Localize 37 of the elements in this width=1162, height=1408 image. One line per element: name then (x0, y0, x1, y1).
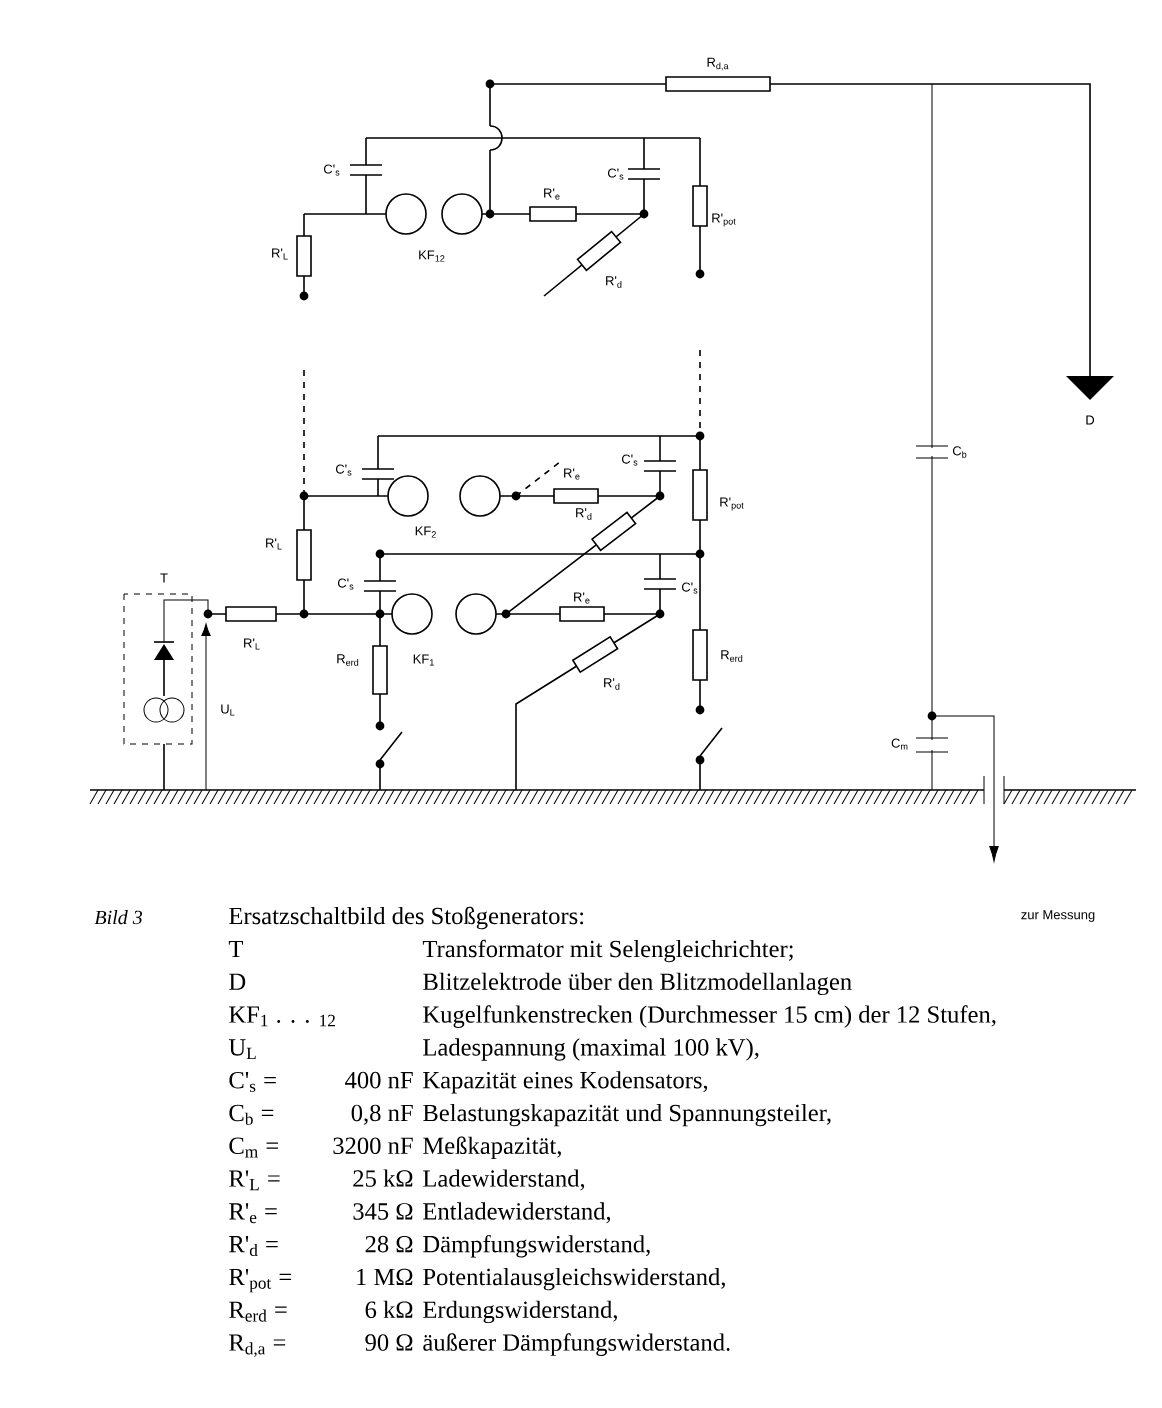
description-text: Potentialausgleichswiderstand, (423, 1267, 725, 1291)
symbol-text: R'$_{L}$ = (229, 1170, 280, 1191)
value-text: 345 Ω (353, 1203, 413, 1220)
figure-title: Ersatzschaltbild des Stoßgenerators: (229, 906, 584, 930)
description-text: Kugelfunkenstrecken (Durchmesser 15 cm) der 12 Stufen, (423, 1005, 996, 1028)
symbol-text: R'$_{d}$ = (229, 1236, 278, 1257)
symbol-text: R$_{d,a}$ = (229, 1334, 286, 1357)
symbol-text: C$_{b}$ = (229, 1104, 274, 1125)
description-text: Kapazität eines Kodensators, (423, 1071, 708, 1094)
value-text: 400 nF (345, 1071, 413, 1089)
value-text: 1 MΩ (357, 1268, 413, 1285)
description-text: Ladespannung (maximal 100 kV), (423, 1038, 759, 1061)
value-text: 28 Ω (365, 1235, 413, 1253)
description-text: Ladewiderstand, (423, 1169, 585, 1191)
value-text: 25 kΩ (353, 1169, 413, 1187)
value-text: 90 Ω (365, 1334, 413, 1351)
symbol-text: C$_{m}$ = (229, 1137, 279, 1158)
description-text: Blitzelektrode über den Blitzmodellanlagen (423, 972, 852, 996)
symbol-text: KF$_{1}$ . . . $_{12}$ (229, 1006, 335, 1027)
value-text: 0,8 nF (351, 1104, 413, 1125)
description-text: Meßkapazität, (423, 1136, 561, 1160)
symbol-text: C'$_{s}$ = (229, 1071, 276, 1092)
figure-number: Bild 3 (94, 910, 143, 925)
description-text: Erdungswiderstand, (423, 1300, 617, 1324)
symbol-text: R'$_{e}$ = (229, 1203, 277, 1224)
description-text: Transformator mit Selengleichrichter; (422, 939, 793, 963)
symbol-text: R'$_{pot}$ = (229, 1268, 292, 1293)
description-text: Entladewiderstand, (423, 1202, 611, 1224)
symbol-text: U$_{L}$ (228, 1039, 256, 1059)
description-text: Dämpfungswiderstand, (423, 1234, 650, 1258)
symbol-text: T (228, 940, 243, 957)
value-text: 6 kΩ (365, 1300, 413, 1319)
description-text: äußerer Dämpfungswiderstand. (423, 1333, 730, 1356)
description-text: Belastungskapazität und Spannungsteiler, (423, 1103, 831, 1127)
symbol-text: R$_{erd}$ = (229, 1301, 287, 1322)
symbol-text: D (229, 973, 246, 990)
value-text: 3200 nF (333, 1137, 413, 1155)
